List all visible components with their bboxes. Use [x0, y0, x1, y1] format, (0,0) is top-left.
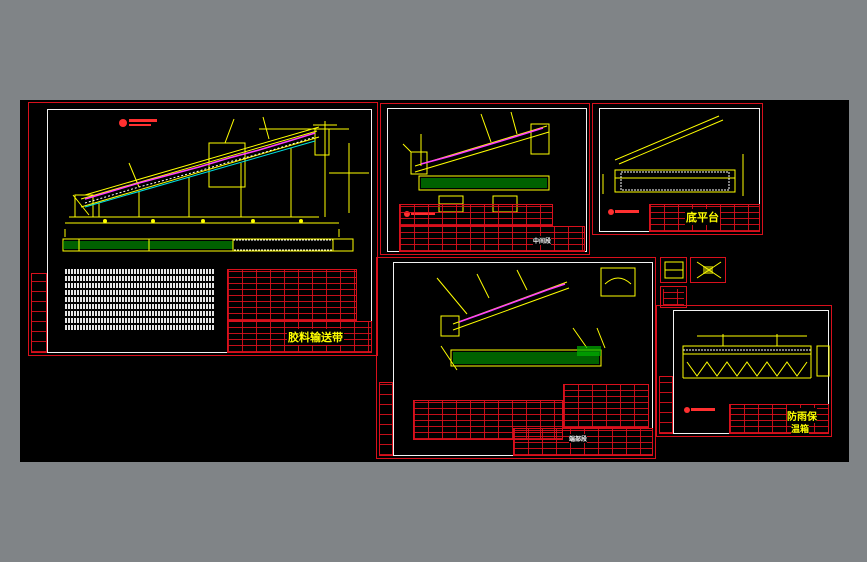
drawing-sheet-main[interactable]: 胶料输送带: [28, 102, 378, 356]
title-block-label-line1: 防雨保: [787, 408, 817, 423]
title-block-label-line2: 温箱: [791, 422, 810, 435]
cad-model-viewport[interactable]: 胶料输送带 中间段: [20, 100, 849, 462]
title-block: [399, 226, 585, 252]
mid-section-drawing: [402, 111, 550, 217]
revision-strip: [31, 273, 47, 353]
revision-strip: [659, 376, 673, 434]
drawing-sheet-mid-bottom[interactable]: 端部段: [376, 257, 656, 459]
parts-list-table: [399, 204, 553, 226]
detail-drawing: [696, 261, 722, 279]
detail-drawing: [664, 261, 684, 279]
technical-notes: [65, 269, 215, 332]
detail-table: [663, 289, 684, 305]
platform-drawing: [602, 115, 744, 215]
drawing-sheet-mid-top[interactable]: 中间段: [380, 103, 590, 255]
title-block-label: 中间段: [533, 236, 552, 245]
drawing-sheet-right-bottom[interactable]: 防雨保 温箱: [656, 305, 832, 437]
title-block-label: 胶料输送带: [287, 329, 344, 345]
conveyor-elevation-drawing: [62, 116, 369, 252]
detail-thumbnail-1[interactable]: [660, 257, 687, 283]
drawing-sheet-right-top[interactable]: 底平台: [592, 103, 763, 235]
rain-box-drawing: [682, 334, 830, 413]
parts-list-table-right: [563, 384, 649, 428]
title-block-label: 底平台: [685, 209, 720, 225]
sheet-inner-border: [47, 109, 372, 353]
title-block-label: 端部段: [569, 434, 588, 443]
detail-thumbnail-3[interactable]: [660, 286, 687, 308]
parts-list-table: [227, 269, 357, 321]
revision-strip: [379, 382, 393, 456]
detail-thumbnail-2[interactable]: [690, 257, 726, 283]
end-section-drawing: [436, 267, 636, 371]
